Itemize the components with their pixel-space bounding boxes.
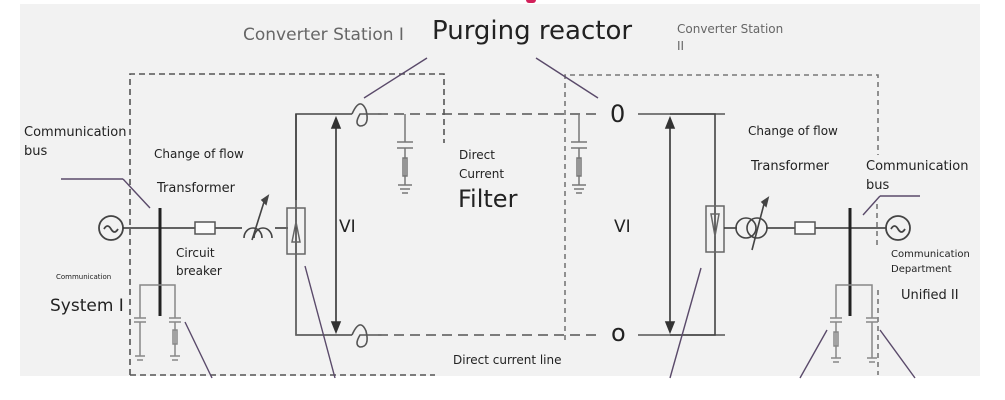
- purging-reactor-top: [351, 103, 378, 127]
- vi-right-label: VI: [614, 217, 631, 237]
- station-2-boundary: [564, 74, 879, 375]
- station-1-label: Converter Station I: [243, 25, 404, 45]
- generator-right: [885, 215, 911, 241]
- comm-bus-left-label-line2: bus: [24, 144, 48, 159]
- circuit-breaker-label-line2: breaker: [176, 264, 222, 278]
- unified-2-label: Unified II: [901, 288, 959, 303]
- station-2-label-line1: Converter Station: [677, 22, 784, 36]
- dc-filter-left: [397, 114, 413, 194]
- pole-top-label: 0: [610, 100, 626, 128]
- converter-valve-left: [286, 200, 306, 335]
- leader-lines: [61, 57, 920, 379]
- change-of-flow-right-label: Change of flow: [748, 124, 838, 138]
- change-of-flow-left-label: Change of flow: [154, 147, 244, 161]
- voltage-arrow-left: [330, 115, 342, 335]
- transformer-left: [243, 194, 273, 241]
- transformer-left-label: Transformer: [157, 181, 236, 196]
- ac-filters-right: [830, 284, 878, 363]
- comm-dept-label-line1: Communication: [891, 249, 970, 260]
- comm-bus-right-label-line2: bus: [866, 178, 890, 193]
- dc-line-label: Direct current line: [453, 353, 562, 367]
- dc-filter-label-line2: Current: [459, 167, 505, 181]
- generator-left: [98, 215, 124, 241]
- system-1-label: System I: [50, 296, 124, 316]
- comm-bus-right-label-line1: Communication: [866, 159, 969, 174]
- dc-filter-label-line3: Filter: [458, 185, 518, 213]
- purging-reactor-bottom: [351, 324, 378, 348]
- transformer-right-label: Transformer: [751, 159, 830, 174]
- voltage-arrow-right: [664, 115, 676, 335]
- station-1-boundary: [129, 73, 445, 376]
- station-2-label-line2: II: [677, 39, 685, 53]
- dc-filter-label-line1: Direct: [459, 148, 495, 162]
- dc-filter-right: [571, 114, 587, 194]
- converter-valve-right: [705, 205, 725, 253]
- communication-small-label: Communication: [56, 273, 112, 281]
- accent-mark: [526, 0, 536, 3]
- vi-left-label: VI: [339, 217, 356, 237]
- circuit-breaker-left: [194, 221, 216, 235]
- comm-dept-label-line2: Department: [891, 264, 952, 275]
- purging-reactor-label: Purging reactor: [432, 16, 633, 46]
- comm-bus-left-label-line1: Communication: [24, 125, 127, 140]
- transformer-right: [735, 196, 770, 251]
- diagram-panel: [20, 4, 980, 376]
- ac-filters-left: [134, 284, 181, 361]
- circuit-breaker-right: [794, 221, 816, 235]
- station-2-dc-loop: [670, 113, 716, 336]
- pole-bottom-label: o: [611, 319, 626, 347]
- circuit-breaker-label-line1: Circuit: [176, 246, 215, 260]
